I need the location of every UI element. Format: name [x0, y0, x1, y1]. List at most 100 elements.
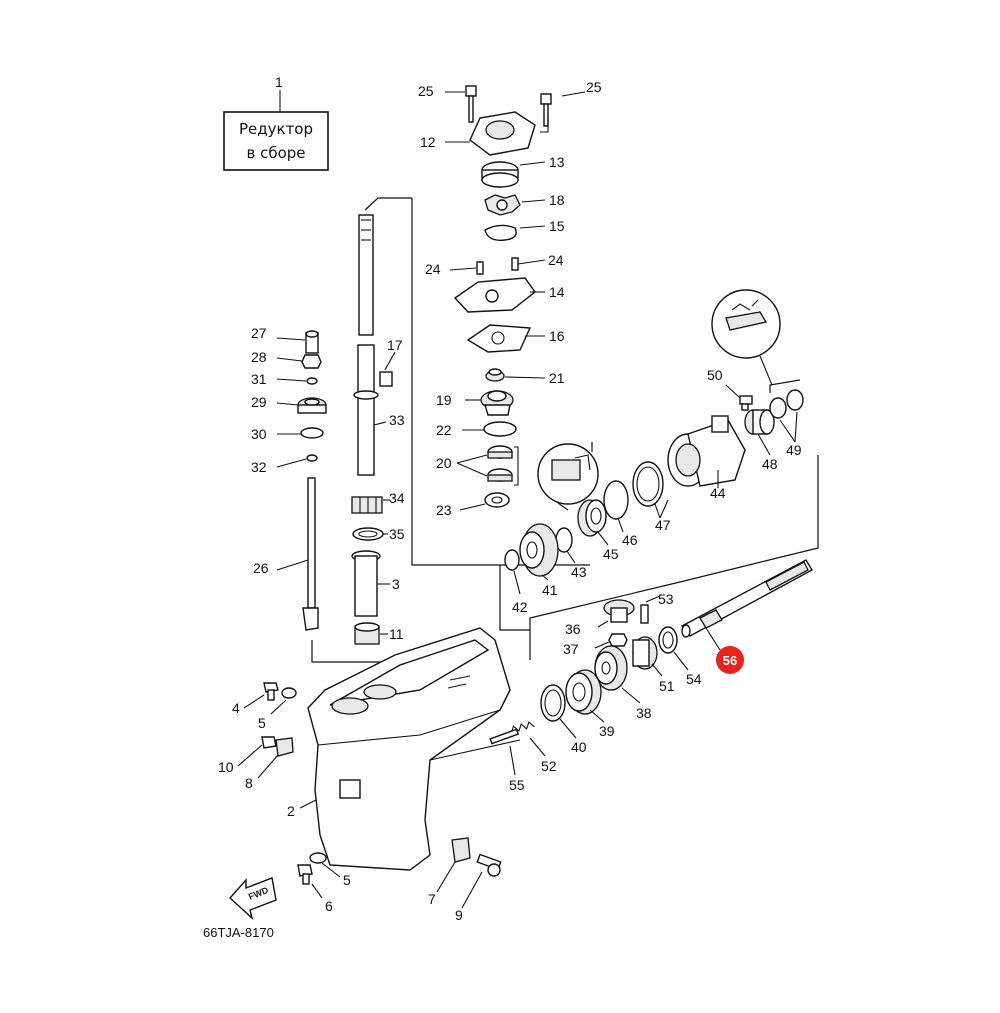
- part-labels: 25 25 12 13 18 15 24 24 14 16 21 19 22 2…: [218, 79, 802, 923]
- label-20: 20: [436, 455, 452, 471]
- label-14: 14: [549, 284, 565, 300]
- bolt-25a: [445, 85, 477, 123]
- screw-9: [461, 853, 502, 909]
- water-pump-group: [445, 85, 586, 511]
- gasket-15: [484, 224, 546, 241]
- pump-insert-13: [481, 161, 546, 188]
- drive-shaft-upper: [358, 214, 374, 336]
- label-4: 4: [232, 700, 240, 716]
- bolt-4: [243, 682, 279, 709]
- gasket-16: [466, 324, 545, 353]
- clip-32: [276, 454, 318, 468]
- sleeve-3: [351, 550, 390, 617]
- pinion-36: [597, 599, 635, 628]
- inset-detail-2: [537, 443, 599, 511]
- label-10: 10: [218, 759, 234, 775]
- label-56: 56: [723, 653, 737, 668]
- label-38: 38: [636, 705, 652, 721]
- ring-54: [658, 626, 689, 671]
- label-8: 8: [245, 775, 253, 791]
- label-43: 43: [571, 564, 587, 580]
- label-25a: 25: [418, 83, 434, 99]
- label-37: 37: [563, 641, 579, 657]
- label-30: 30: [251, 426, 267, 442]
- label-5b: 5: [343, 872, 351, 888]
- washer-23: [459, 492, 510, 511]
- label-17: 17: [387, 337, 403, 353]
- fwd-arrow-icon: FWD: [229, 877, 277, 921]
- assembly-box: 1 Редуктор в сборе: [223, 74, 329, 171]
- label-31: 31: [251, 371, 267, 387]
- o-ring-22: [462, 421, 517, 437]
- o-ring-47: [632, 461, 669, 519]
- label-1: 1: [275, 74, 283, 90]
- pin-24a: [449, 261, 484, 275]
- pin-24b: [511, 257, 546, 271]
- bolt-25b: [540, 91, 586, 127]
- spring-52: [510, 721, 546, 757]
- assembly-title-line2: в сборе: [246, 144, 305, 162]
- gear-38: [594, 645, 641, 704]
- ring-46: [603, 480, 629, 533]
- gear-41: [519, 523, 559, 581]
- label-40: 40: [571, 739, 587, 755]
- bolt-10: [237, 736, 277, 767]
- highlight-badge: [716, 646, 744, 674]
- label-52: 52: [541, 758, 557, 774]
- label-5a: 5: [258, 715, 266, 731]
- label-34: 34: [389, 490, 405, 506]
- label-15: 15: [549, 218, 565, 234]
- bearing-11: [354, 622, 388, 645]
- clip-31: [276, 377, 318, 385]
- bearing-34: [351, 496, 390, 514]
- assembly-title-line1: Редуктор: [239, 120, 313, 138]
- label-32: 32: [251, 459, 267, 475]
- label-53: 53: [658, 591, 674, 607]
- shim-42: [504, 549, 521, 595]
- washer-30: [277, 427, 324, 439]
- seal-21: [485, 368, 546, 382]
- ring-43: [555, 527, 576, 564]
- label-21: 21: [549, 370, 565, 386]
- bearing-45: [577, 499, 609, 546]
- outer-plate-14: [453, 277, 545, 313]
- washer-5a: [270, 687, 297, 715]
- label-6: 6: [325, 898, 333, 914]
- shift-rod-group: [276, 330, 327, 631]
- label-28: 28: [251, 349, 267, 365]
- label-19: 19: [436, 392, 452, 408]
- label-3: 3: [392, 576, 400, 592]
- label-13: 13: [549, 154, 565, 170]
- label-2: 2: [287, 803, 295, 819]
- washer-5b: [309, 852, 341, 878]
- impeller-18: [484, 194, 546, 216]
- pin-55: [489, 728, 520, 776]
- washer-40: [540, 684, 577, 739]
- label-18: 18: [549, 192, 565, 208]
- bolt-6: [297, 864, 323, 899]
- label-47: 47: [655, 517, 671, 533]
- label-42: 42: [512, 599, 528, 615]
- label-33: 33: [389, 412, 405, 428]
- clutch-51: [632, 636, 663, 677]
- pump-housing-12: [445, 111, 549, 156]
- propeller-shaft-group: 56: [489, 289, 813, 776]
- pin-17: [379, 351, 396, 387]
- label-54: 54: [686, 671, 702, 687]
- diagram-code: 66TJA-8170: [203, 925, 274, 940]
- bushing-48: [744, 409, 775, 456]
- bolt-50: [725, 384, 753, 411]
- label-24a: 24: [425, 261, 441, 277]
- label-39: 39: [599, 723, 615, 739]
- label-25b: 25: [586, 79, 602, 95]
- label-26: 26: [253, 560, 269, 576]
- bearing-housing-44: [667, 415, 746, 488]
- label-45: 45: [603, 546, 619, 562]
- label-11: 11: [389, 626, 404, 642]
- label-46: 46: [622, 532, 638, 548]
- shift-rod-26: [276, 477, 319, 631]
- label-22: 22: [436, 422, 452, 438]
- label-27: 27: [251, 325, 267, 341]
- label-35: 35: [389, 526, 405, 542]
